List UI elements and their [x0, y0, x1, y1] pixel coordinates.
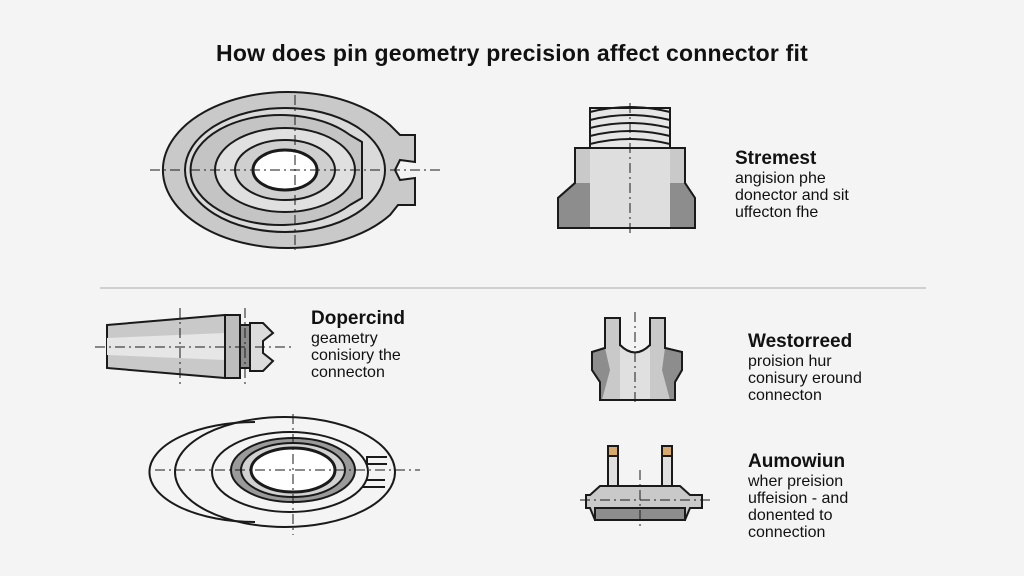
caption-4-heading: Aumowiun [748, 451, 846, 472]
caption-4: Aumowiun wher preision uffeision - and d… [748, 451, 849, 542]
caption-4-line-1: wher preision [748, 473, 844, 490]
caption-1: Stremest angision phe donector and sit u… [735, 148, 849, 222]
caption-1-heading: Stremest [735, 148, 817, 169]
caption-1-line-2: donector and sit [735, 187, 849, 204]
caption-3-line-1: proision hur [748, 353, 832, 370]
threaded-pin-diagram [557, 103, 696, 233]
tapered-pin-diagram [95, 308, 295, 388]
caption-3: Westorreed proision hur conisury eround … [748, 331, 862, 405]
caption-4-line-3: donented to [748, 507, 833, 524]
caption-3-heading: Westorreed [748, 331, 853, 352]
caption-3-line-2: conisury eround [748, 370, 862, 387]
caption-2-line-2: conisiory the [311, 347, 401, 364]
concentric-ring-diagram [148, 414, 420, 535]
forked-socket-diagram [591, 312, 683, 403]
caption-1-line-1: angision phe [735, 170, 826, 187]
caption-4-line-2: uffeision - and [748, 490, 849, 507]
page-title: How does pin geometry precision affect c… [216, 40, 808, 66]
caption-3-line-3: connecton [748, 387, 822, 404]
section-divider [100, 287, 926, 289]
caption-1-line-3: uffecton fhe [735, 204, 819, 221]
caption-4-line-4: connection [748, 524, 826, 541]
caption-2-line-1: geametry [311, 330, 378, 347]
caption-2: Dopercind geametry conisiory the connect… [311, 308, 405, 382]
terminal-block-diagram [580, 445, 710, 528]
gear-ring-diagram [150, 91, 440, 250]
caption-2-heading: Dopercind [311, 308, 405, 329]
caption-2-line-3: connecton [311, 364, 385, 381]
